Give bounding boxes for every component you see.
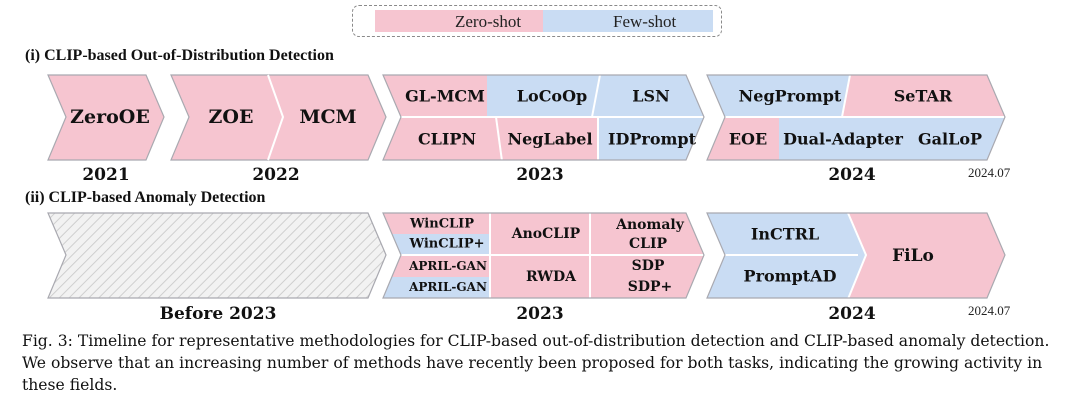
method-anomaly: Anomaly — [615, 217, 685, 233]
method-zeroOE: ZeroOE — [70, 106, 150, 128]
method-sdp: SDP — [632, 258, 665, 274]
year-2024-ood: 2024 — [828, 165, 875, 185]
method-inctrl: InCTRL — [751, 225, 819, 244]
method-glmcm: GL-MCM — [405, 87, 485, 106]
ad-2023-cells — [383, 213, 704, 298]
chevron-2021 — [47, 74, 165, 161]
method-galop: GalLoP — [918, 130, 982, 149]
year-2022: 2022 — [252, 165, 299, 185]
ad-2024-cells — [707, 213, 1005, 298]
method-promptad: PromptAD — [744, 267, 837, 286]
year-2024-ad: 2024 — [828, 304, 875, 324]
method-eoe: EOE — [729, 130, 767, 149]
method-mcm: MCM — [299, 106, 356, 128]
chevron-2024 — [706, 74, 1006, 161]
method-anoclip: AnoCLIP — [511, 226, 581, 242]
method-lsn: LSN — [632, 87, 669, 106]
legend-zero-shot-label: Zero-shot — [455, 12, 522, 31]
method-sdpplus: SDP+ — [628, 279, 673, 295]
year-2023-ood: 2023 — [516, 165, 563, 185]
method-rwda: RWDA — [526, 269, 577, 285]
legend: Zero-shot Few-shot — [352, 5, 722, 37]
method-winclip: WinCLIP — [409, 217, 474, 232]
year-2021: 2021 — [82, 165, 129, 185]
ood-2023-cells — [383, 75, 704, 160]
ad-section-title: (ii) CLIP-based Anomaly Detection — [25, 189, 266, 206]
figure-caption: Fig. 3: Timeline for representative meth… — [22, 332, 1050, 394]
method-dualadapter: Dual-Adapter — [783, 130, 903, 149]
chevron-2022 — [170, 74, 387, 161]
method-clip: CLIP — [629, 236, 668, 252]
ad-stamp: 2024.07 — [968, 303, 1011, 318]
ood-stamp: 2024.07 — [968, 165, 1011, 180]
method-aprilgan-zero: APRIL-GAN — [408, 259, 487, 273]
legend-few-shot: Few-shot — [543, 10, 713, 32]
method-filo: FiLo — [892, 246, 934, 266]
chevron-2024-ad — [706, 212, 1006, 299]
ood-2024-cells — [707, 75, 1005, 160]
chevron-before-2023 — [47, 212, 387, 299]
chevron-2022-divider — [267, 74, 285, 161]
method-locoop: LoCoOp — [517, 87, 587, 106]
method-zoe: ZOE — [209, 106, 254, 128]
method-setar: SeTAR — [894, 87, 953, 106]
method-aprilgan-few: APRIL-GAN — [408, 280, 487, 294]
method-winclipplus: WinCLIP+ — [409, 237, 485, 252]
chevron-2023 — [382, 74, 705, 161]
method-idprompt: IDPrompt — [608, 130, 697, 149]
legend-zero-shot: Zero-shot — [375, 10, 545, 32]
year-before-2023: Before 2023 — [160, 304, 277, 324]
method-clipn: CLIPN — [418, 130, 476, 149]
ood-section-title: (i) CLIP-based Out-of-Distribution Detec… — [25, 47, 334, 64]
method-negprompt: NegPrompt — [739, 87, 842, 106]
method-neglabel: NegLabel — [507, 130, 592, 149]
chevron-2023-ad — [382, 212, 705, 299]
timeline-diagram: ZeroOE ZOE MCM GL-MCM LoCoOp LSN CLIPN N… — [47, 74, 1011, 324]
legend-few-shot-label: Few-shot — [613, 12, 677, 31]
year-2023-ad: 2023 — [516, 304, 563, 324]
